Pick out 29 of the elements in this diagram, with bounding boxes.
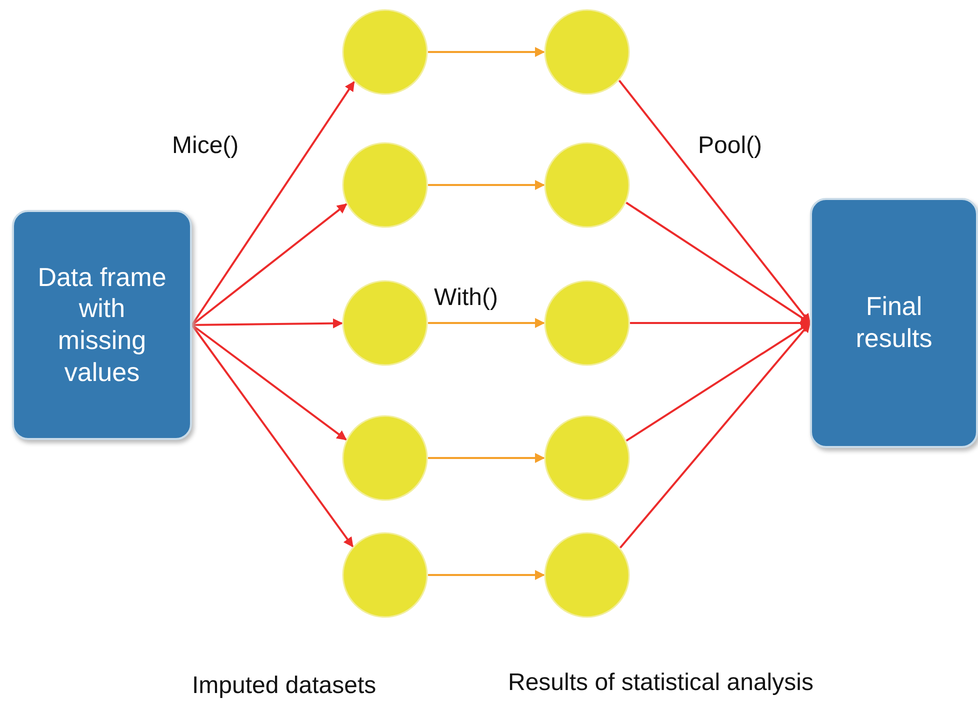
function-label: With() bbox=[434, 284, 498, 312]
arrow bbox=[428, 570, 545, 580]
dataset-circle bbox=[342, 415, 428, 501]
box-label: Data frame with missing values bbox=[36, 262, 168, 388]
dataset-circle bbox=[544, 532, 630, 618]
arrow bbox=[191, 324, 347, 441]
arrow bbox=[428, 453, 545, 463]
box-label: Final results bbox=[854, 291, 934, 355]
dataset-circle bbox=[342, 532, 428, 618]
function-label: Mice() bbox=[172, 132, 239, 160]
arrow bbox=[192, 318, 343, 328]
process-box bbox=[12, 210, 192, 440]
process-box bbox=[810, 198, 978, 448]
dataset-circle bbox=[544, 415, 630, 501]
arrow bbox=[191, 324, 354, 548]
arrow bbox=[428, 47, 545, 57]
arrow bbox=[618, 80, 811, 324]
dataset-circle bbox=[342, 280, 428, 366]
arrow bbox=[428, 318, 545, 328]
function-label: Pool() bbox=[698, 132, 762, 160]
arrow bbox=[619, 322, 811, 548]
arrow bbox=[428, 180, 545, 190]
dataset-circle bbox=[544, 9, 630, 95]
dataset-circle bbox=[544, 280, 630, 366]
dataset-circle bbox=[544, 142, 630, 228]
dataset-circle bbox=[342, 9, 428, 95]
dataset-circle bbox=[342, 142, 428, 228]
arrow bbox=[191, 203, 348, 326]
arrow bbox=[191, 81, 355, 326]
